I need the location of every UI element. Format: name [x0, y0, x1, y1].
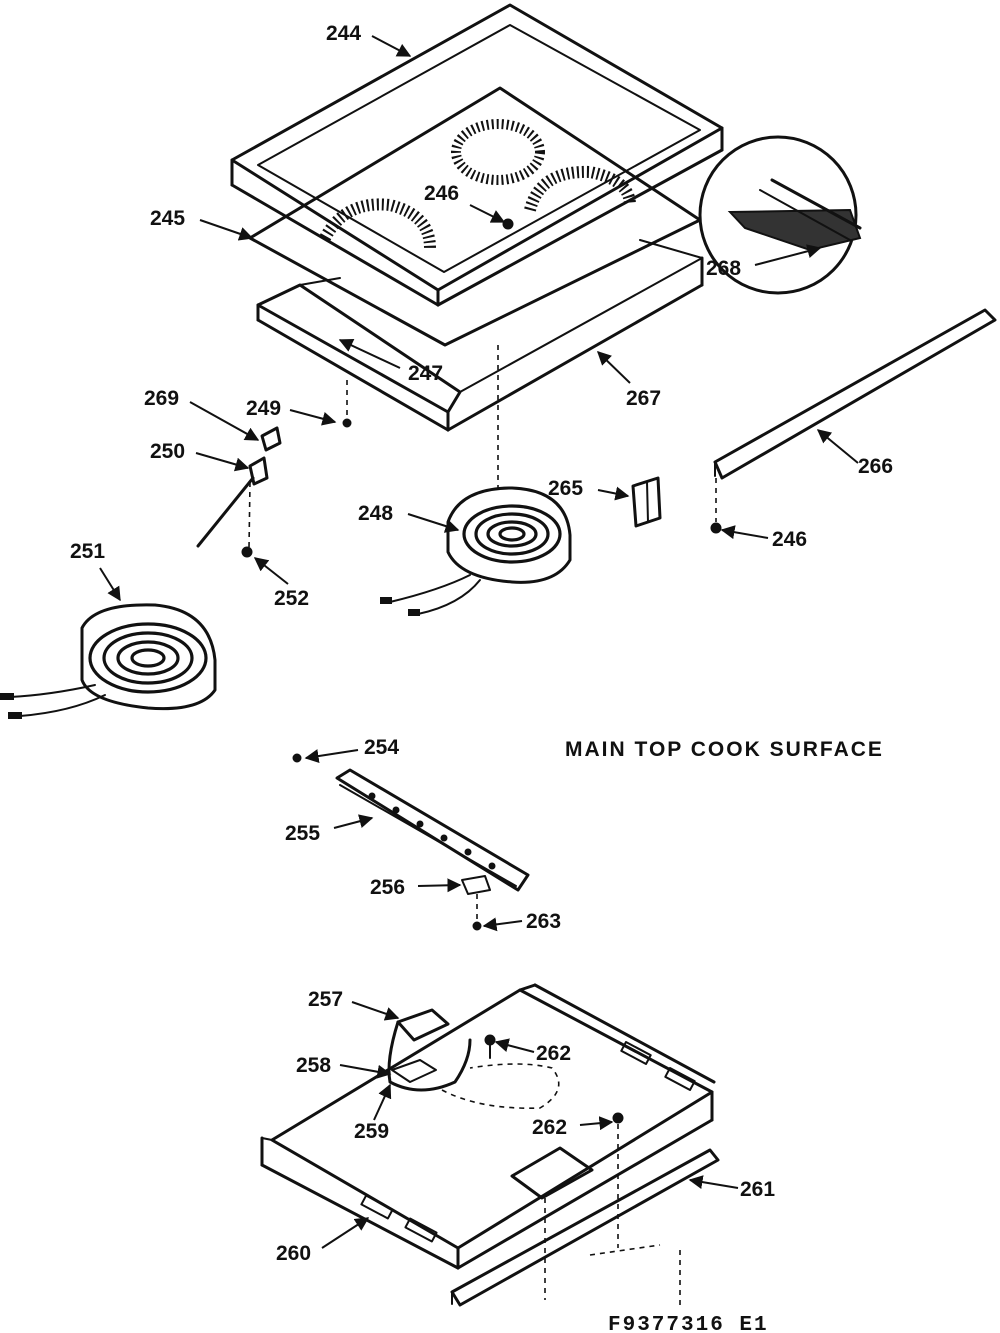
screw-262-a	[484, 1034, 496, 1059]
callout-246-right: 246	[772, 528, 807, 551]
callout-246-top: 246	[424, 182, 459, 205]
callout-263: 263	[526, 910, 561, 933]
glass-cooktop-245	[248, 86, 702, 347]
side-trim-266	[713, 308, 997, 480]
callout-245: 245	[150, 207, 185, 230]
callout-251: 251	[70, 540, 105, 563]
surface-element-251	[0, 603, 217, 719]
bracket-265	[631, 476, 662, 528]
screw-246	[710, 522, 722, 534]
bracket-257	[387, 1008, 472, 1092]
front-rail-261	[450, 1148, 720, 1307]
screw-254	[292, 753, 302, 763]
callout-255: 255	[285, 822, 320, 845]
callout-248: 248	[358, 502, 393, 525]
burner-pattern-right	[524, 165, 636, 212]
bottom-chassis-260	[260, 983, 716, 1270]
callout-268: 268	[706, 257, 741, 280]
callout-257: 257	[308, 988, 343, 1011]
figure-code: F9377316 E1	[608, 1314, 769, 1333]
burner-pattern-rear	[451, 119, 545, 185]
callout-260: 260	[276, 1242, 311, 1265]
callout-249: 249	[246, 397, 281, 420]
callout-256: 256	[370, 876, 405, 899]
leader-lines	[99, 35, 859, 1249]
callout-265: 265	[548, 477, 583, 500]
callout-247: 247	[408, 362, 443, 385]
callout-258: 258	[296, 1054, 331, 1077]
surface-element-248	[380, 486, 572, 616]
burner-pattern-left	[319, 198, 436, 249]
callout-244: 244	[326, 22, 361, 45]
screw-263	[472, 921, 482, 931]
callout-254: 254	[364, 736, 399, 759]
callout-252: 252	[274, 587, 309, 610]
callout-262-top: 262	[536, 1042, 571, 1065]
screw-249	[342, 418, 352, 428]
clip-256	[461, 875, 491, 895]
screw-262-b	[612, 1112, 624, 1248]
main-top-pan-267	[256, 239, 704, 432]
callout-267: 267	[626, 387, 661, 410]
callout-261: 261	[740, 1178, 775, 1201]
callout-262-bottom: 262	[532, 1116, 567, 1139]
callout-259: 259	[354, 1120, 389, 1143]
callout-266: 266	[858, 455, 893, 478]
diagram-title: MAIN TOP COOK SURFACE	[565, 738, 884, 761]
bracket-strip-255	[335, 768, 530, 892]
trim-frame-244	[230, 3, 724, 307]
callout-269: 269	[144, 387, 179, 410]
callout-250: 250	[150, 440, 185, 463]
sensor-probe-250	[196, 426, 282, 558]
